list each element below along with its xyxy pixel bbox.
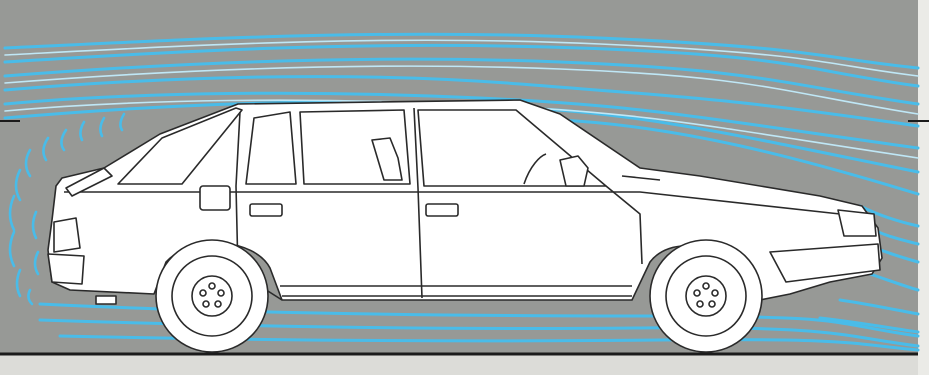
headlight bbox=[838, 210, 876, 236]
tail-light bbox=[54, 218, 80, 252]
fuel-cap bbox=[200, 186, 230, 210]
rear-bumper bbox=[48, 254, 84, 284]
bottom-margin bbox=[0, 354, 918, 375]
rear-side-window bbox=[246, 112, 296, 184]
front-door-handle bbox=[426, 204, 458, 216]
exhaust bbox=[96, 296, 116, 304]
rear-door-handle bbox=[250, 204, 282, 216]
rear-hub bbox=[192, 276, 232, 316]
front-hub bbox=[686, 276, 726, 316]
